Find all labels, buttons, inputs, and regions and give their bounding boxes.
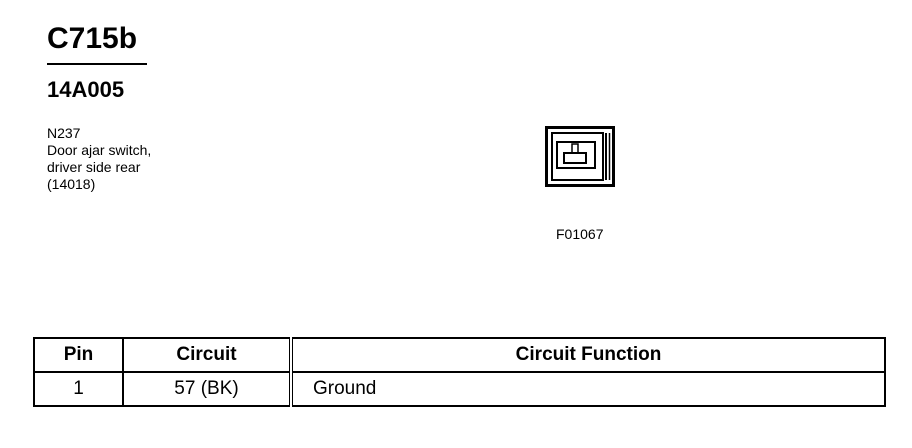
pin-1-terminal	[563, 152, 587, 164]
title-underline	[47, 63, 147, 65]
header-circuit: Circuit	[122, 337, 293, 373]
connector-housing-outer	[545, 126, 615, 187]
pin-table: Pin Circuit Circuit Function 1 57 (BK) G…	[33, 337, 886, 407]
cell-circuit-function: Ground	[290, 371, 886, 407]
component-description: N237 Door ajar switch, driver side rear …	[47, 125, 151, 193]
component-base-number: (14018)	[47, 176, 96, 192]
connector-id: C715b	[47, 22, 138, 55]
component-code: N237	[47, 125, 81, 141]
table-header-row: Pin Circuit Circuit Function	[33, 337, 886, 373]
cell-circuit: 57 (BK)	[122, 371, 293, 407]
cell-pin: 1	[33, 371, 124, 407]
connector-terminal-cavity	[556, 141, 596, 169]
header-circuit-function: Circuit Function	[290, 337, 886, 373]
table-row: 1 57 (BK) Ground	[33, 371, 886, 407]
description-line: Door ajar switch,	[47, 142, 152, 158]
description-line: driver side rear	[47, 159, 141, 175]
connector-face-diagram	[545, 126, 615, 187]
connector-housing-inner	[551, 132, 604, 181]
figure-code: F01067	[556, 226, 604, 242]
header-pin: Pin	[33, 337, 124, 373]
part-number: 14A005	[47, 77, 125, 102]
connector-key	[571, 143, 579, 154]
